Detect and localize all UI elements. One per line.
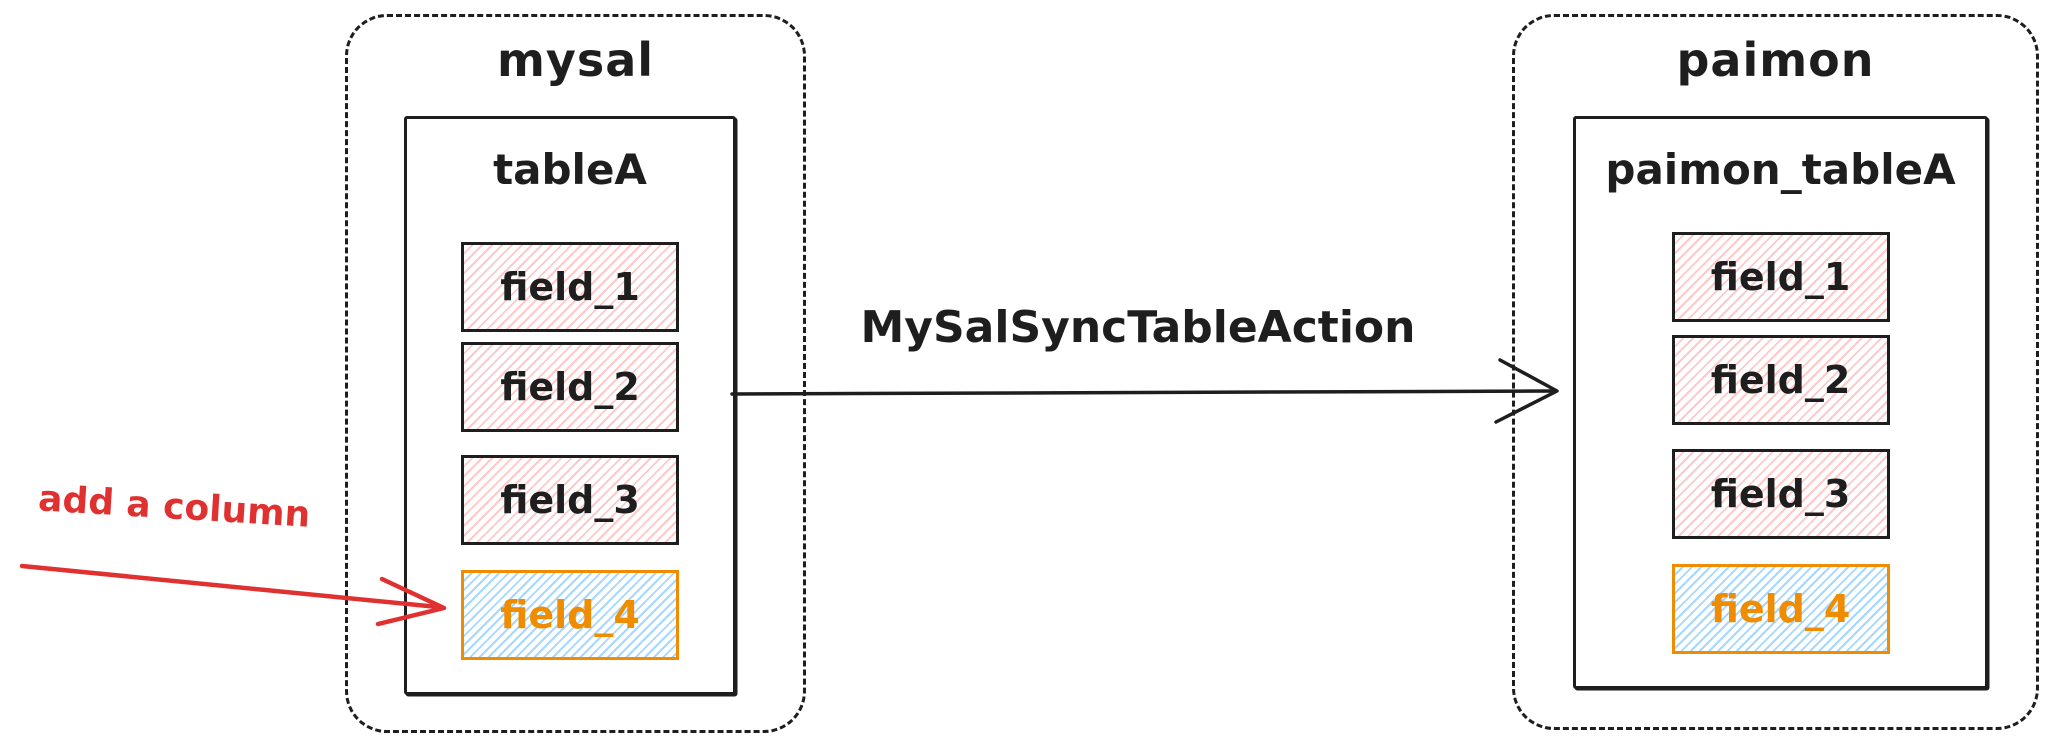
- sync-arrow-label: MySalSyncTableAction: [860, 302, 1416, 353]
- source-field-3: field_3: [461, 455, 679, 545]
- target-table-title: paimon_tableA: [1605, 145, 1956, 194]
- source-field-2: field_2: [461, 342, 679, 432]
- field-label: field_1: [500, 265, 640, 309]
- sync-arrow: [730, 358, 1559, 424]
- field-label: field_4: [500, 593, 640, 637]
- field-label: field_3: [1710, 472, 1851, 516]
- target-field-4-new-column: field_4: [1671, 564, 1890, 654]
- field-label: field_4: [1710, 587, 1851, 631]
- target-field-2: field_2: [1671, 335, 1890, 425]
- source-field-1: field_1: [461, 242, 679, 332]
- target-database-label: paimon: [1676, 33, 1875, 87]
- field-label: field_1: [1710, 255, 1851, 299]
- sync-arrow-line: [730, 389, 1554, 396]
- annotation-text: add a column: [37, 478, 312, 536]
- target-field-3: field_3: [1671, 449, 1890, 539]
- source-field-4-new-column: field_4: [461, 570, 679, 660]
- target-table-box: paimon_tableA field_1 field_2 field_3 fi…: [1573, 116, 1988, 689]
- source-database-label: mysal: [496, 33, 655, 87]
- source-table-box: tableA field_1 field_2 field_3 field_4: [404, 116, 736, 695]
- source-database-group: mysal tableA field_1 field_2 field_3 fie…: [345, 14, 806, 733]
- target-field-1: field_1: [1671, 232, 1890, 322]
- field-label: field_3: [500, 478, 640, 522]
- field-label: field_2: [500, 365, 640, 409]
- target-database-group: paimon paimon_tableA field_1 field_2 fie…: [1512, 14, 2039, 730]
- field-label: field_2: [1710, 358, 1851, 402]
- source-table-title: tableA: [493, 145, 647, 194]
